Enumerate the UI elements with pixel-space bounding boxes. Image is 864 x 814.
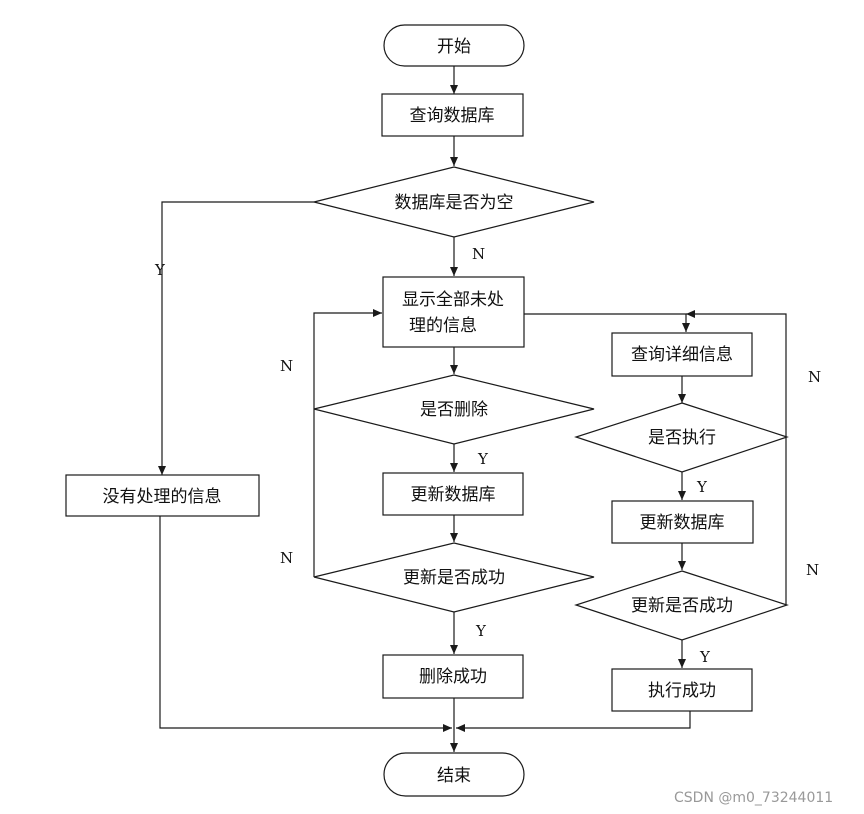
edge-noinfo-end (159, 516, 452, 732)
update-ok-left-decision: 更新是否成功 (313, 542, 595, 613)
delete-q-label: 是否删除 (420, 400, 488, 420)
edge-exec-no (686, 310, 787, 437)
label-empty-yes: Y (154, 261, 166, 279)
delete-decision: 是否删除 (313, 374, 595, 445)
edge-empty-yes (158, 201, 314, 475)
db-empty-decision: 数据库是否为空 (313, 166, 595, 238)
update-db-left-node: 更新数据库 (382, 472, 524, 516)
edge-labels: Y N N Y N Y N Y N Y (154, 245, 821, 666)
query-db-label: 查询数据库 (410, 106, 495, 126)
delete-ok-node: 删除成功 (382, 654, 524, 699)
execute-decision: 是否执行 (574, 402, 789, 473)
end-node: 结束 (383, 752, 525, 797)
delete-ok-label: 删除成功 (419, 667, 487, 687)
edge-execok-end (456, 711, 691, 732)
query-detail-node: 查询详细信息 (611, 332, 753, 377)
show-all-label-line1: 显示全部未处 (402, 290, 504, 310)
update-db-right-label: 更新数据库 (640, 513, 725, 533)
update-ok-left-label: 更新是否成功 (403, 568, 505, 588)
execute-ok-node: 执行成功 (611, 668, 753, 712)
label-update-left-no: N (280, 549, 293, 567)
show-all-node: 显示全部未处 理的信息 (382, 276, 525, 348)
label-execute-no: N (808, 368, 821, 386)
db-empty-label: 数据库是否为空 (395, 193, 514, 213)
update-ok-right-decision: 更新是否成功 (574, 570, 789, 641)
label-empty-no: N (472, 245, 485, 263)
label-update-right-yes: Y (699, 648, 711, 666)
edge-delete-no (313, 309, 382, 409)
label-update-right-no: N (806, 561, 819, 579)
execute-q-label: 是否执行 (648, 428, 716, 448)
start-node: 开始 (383, 24, 525, 67)
query-detail-label: 查询详细信息 (631, 345, 733, 365)
no-info-node: 没有处理的信息 (65, 474, 260, 517)
update-ok-right-label: 更新是否成功 (631, 596, 733, 616)
end-label: 结束 (437, 766, 471, 786)
update-db-left-label: 更新数据库 (411, 485, 496, 505)
show-all-label-line2: 理的信息 (409, 316, 477, 336)
execute-ok-label: 执行成功 (648, 681, 716, 701)
label-delete-yes: Y (477, 450, 489, 468)
start-label: 开始 (437, 37, 471, 57)
label-update-left-yes: Y (475, 622, 487, 640)
nodes: 开始 查询数据库 数据库是否为空 显示全部未处 理的信息 没有处理的信息 是否删… (65, 24, 789, 797)
watermark: CSDN @m0_73244011 (674, 790, 833, 806)
edge-show-detail (524, 313, 690, 332)
label-delete-no: N (280, 357, 293, 375)
no-info-label: 没有处理的信息 (103, 487, 222, 507)
label-execute-yes: Y (696, 478, 708, 496)
edges (158, 66, 787, 752)
update-db-right-node: 更新数据库 (611, 500, 754, 544)
query-db-node: 查询数据库 (381, 93, 524, 137)
